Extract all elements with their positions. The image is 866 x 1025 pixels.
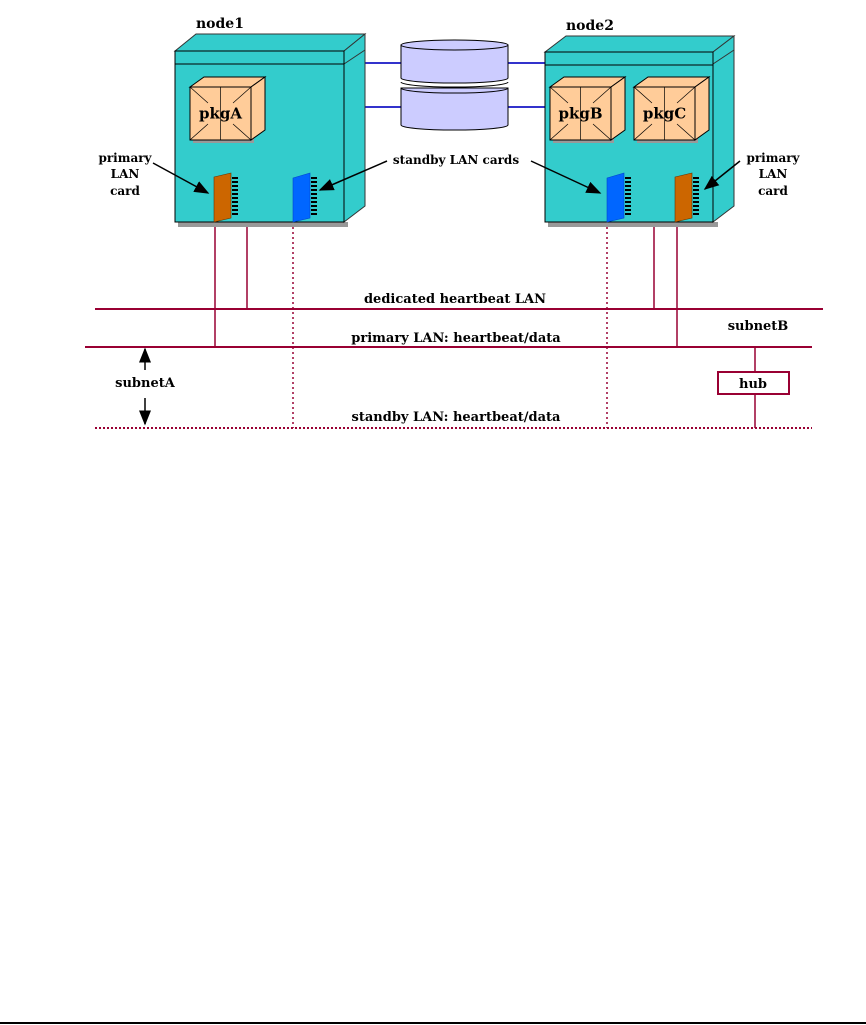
package-pkgA: pkgA bbox=[188, 76, 267, 143]
node2-primary-card-label: primary LAN card bbox=[746, 151, 800, 198]
arrow-icon bbox=[703, 160, 741, 190]
node1-primary-card-label: primary LAN card bbox=[98, 151, 152, 198]
package-label: pkgB bbox=[558, 105, 602, 123]
standby-cards-label: standby LAN cards bbox=[393, 153, 519, 167]
subnet-a-label: subnetA bbox=[115, 376, 176, 391]
svg-text:card: card bbox=[758, 184, 788, 198]
arrow-icon bbox=[530, 160, 602, 194]
subnet-b-label: subnetB bbox=[728, 319, 789, 334]
lan-drops bbox=[214, 227, 756, 428]
primary-lan-label: primary LAN: heartbeat/data bbox=[351, 331, 561, 346]
svg-text:primary: primary bbox=[746, 151, 800, 165]
shared-disk-icon bbox=[400, 39, 509, 131]
package-label: pkgA bbox=[199, 105, 242, 123]
arrow-icon bbox=[152, 162, 210, 194]
package-label: pkgC bbox=[643, 105, 686, 123]
arrow-icon bbox=[318, 160, 388, 191]
disk-links bbox=[365, 62, 545, 108]
hub: hub bbox=[717, 371, 790, 395]
svg-text:primary: primary bbox=[98, 151, 152, 165]
node1-label: node1 bbox=[196, 16, 244, 32]
svg-text:card: card bbox=[110, 184, 140, 198]
svg-text:hub: hub bbox=[739, 377, 767, 392]
node2-label: node2 bbox=[566, 18, 614, 34]
primary-card-icon bbox=[213, 172, 238, 223]
standby-card-icon bbox=[606, 172, 631, 223]
standby-card-icon bbox=[292, 172, 317, 223]
page-rule bbox=[0, 1022, 866, 1024]
primary-card-icon bbox=[674, 172, 699, 223]
package-pkgC: pkgC bbox=[632, 76, 711, 143]
dedicated-lan-label: dedicated heartbeat LAN bbox=[364, 292, 546, 307]
svg-text:LAN: LAN bbox=[759, 167, 788, 181]
standby-lan-label: standby LAN: heartbeat/data bbox=[352, 410, 561, 425]
package-pkgB: pkgB bbox=[548, 76, 627, 143]
svg-text:LAN: LAN bbox=[111, 167, 140, 181]
